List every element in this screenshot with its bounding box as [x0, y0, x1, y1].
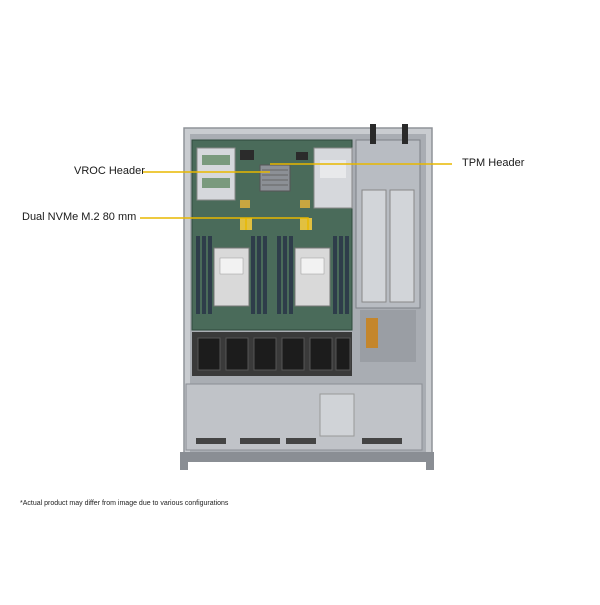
callout-dual-nvme: Dual NVMe M.2 80 mm	[22, 211, 137, 223]
callout-vroc-header: VROC Header	[74, 165, 145, 177]
leader-line-nvme	[140, 217, 309, 230]
callout-tpm-header: TPM Header	[462, 157, 525, 169]
riser-left-card-2	[202, 178, 230, 188]
dimm-bank-right	[277, 236, 349, 314]
riser-left-card	[202, 155, 230, 165]
cpu-heatsink-right	[294, 247, 331, 307]
board-component	[296, 152, 308, 160]
front-bay-panel	[319, 393, 355, 437]
board-component	[240, 150, 254, 160]
board-component	[300, 200, 310, 208]
riser-right-slot	[320, 160, 346, 178]
cpu-heatsink-left	[213, 247, 250, 307]
leader-lines	[140, 163, 452, 230]
bezel-ear-left	[180, 452, 188, 470]
front-bezel	[180, 452, 434, 462]
fan-modules	[197, 337, 351, 371]
psu-module-1	[361, 189, 387, 303]
psu-module-2	[389, 189, 415, 303]
psu-handle-1	[370, 124, 376, 144]
disclaimer-note: *Actual product may differ from image du…	[20, 500, 229, 507]
psu-handle-2	[402, 124, 408, 144]
front-vents	[196, 438, 402, 444]
nvme-slot-right	[300, 218, 312, 230]
dimm-bank-left	[196, 236, 267, 314]
cpu-label-right	[300, 257, 325, 275]
chipset-heatsink	[259, 164, 291, 192]
board-component	[240, 200, 250, 208]
cpu-label-left	[219, 257, 244, 275]
bezel-ear-right	[426, 452, 434, 470]
psu-cables	[366, 318, 378, 348]
